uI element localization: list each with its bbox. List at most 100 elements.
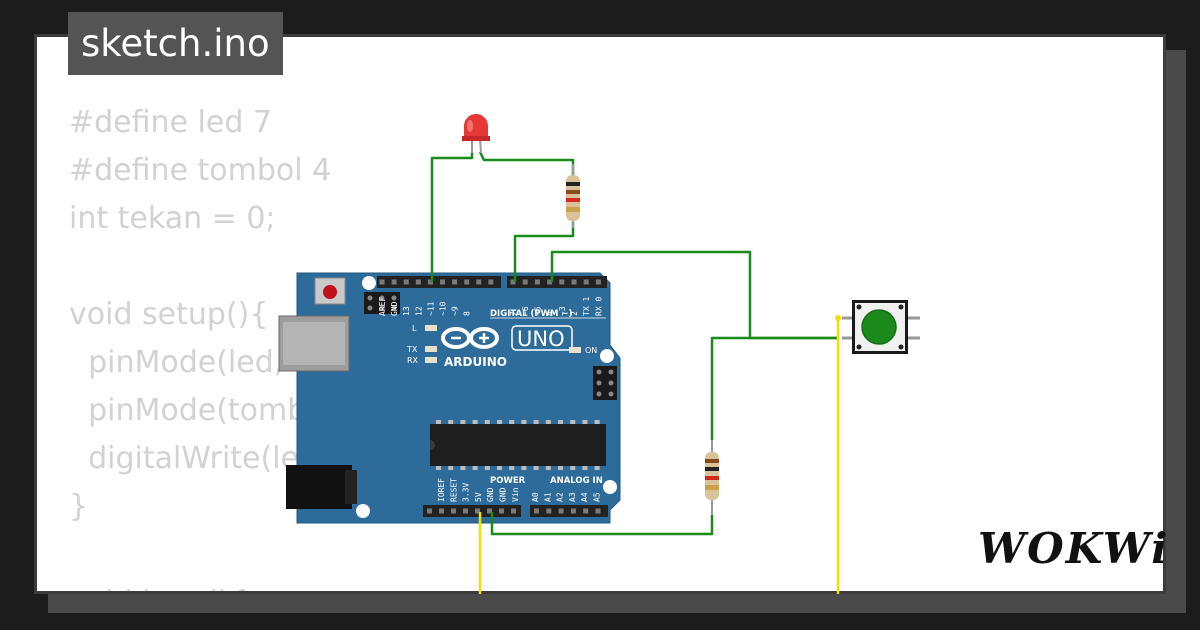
button-resistor[interactable] bbox=[705, 440, 719, 515]
pin-hole[interactable] bbox=[583, 508, 589, 514]
pin-hole[interactable] bbox=[522, 279, 528, 285]
led-label-on: ON bbox=[585, 346, 597, 355]
digital-pin-label: ~5 bbox=[533, 306, 542, 316]
pin-hole[interactable] bbox=[546, 508, 552, 514]
digital-pin-label: ~9 bbox=[451, 306, 460, 316]
power-pin-label: 3.3V bbox=[462, 483, 471, 502]
pin-hole[interactable] bbox=[595, 508, 601, 514]
chip-pin bbox=[497, 420, 502, 424]
chip-pin bbox=[545, 466, 551, 470]
pin-hole[interactable] bbox=[464, 279, 470, 285]
pushbutton-cap[interactable] bbox=[861, 309, 897, 345]
analog-pin-label: A1 bbox=[543, 492, 552, 502]
pin-hole[interactable] bbox=[427, 279, 433, 285]
pushbutton[interactable] bbox=[842, 300, 920, 354]
pin-hole[interactable] bbox=[463, 508, 468, 514]
bottom-pin-holes bbox=[427, 508, 601, 514]
red-led[interactable] bbox=[462, 114, 490, 154]
digital-pin-label: ~10 bbox=[439, 301, 448, 316]
pin-hole[interactable] bbox=[476, 279, 482, 285]
power-pin-label: GND bbox=[486, 487, 495, 502]
chip-pin bbox=[509, 466, 515, 470]
chip-pin bbox=[521, 420, 527, 424]
pin-hole[interactable] bbox=[559, 279, 565, 285]
pin-hole[interactable] bbox=[488, 279, 494, 285]
chip-pin bbox=[533, 466, 539, 470]
pin-hole[interactable] bbox=[499, 508, 504, 514]
pin-hole[interactable] bbox=[440, 279, 445, 285]
pin-hole[interactable] bbox=[511, 508, 516, 514]
mounting-hole bbox=[600, 349, 614, 363]
pin-hole[interactable] bbox=[534, 279, 540, 285]
pin-hole[interactable] bbox=[570, 508, 576, 514]
chip-pin bbox=[497, 466, 502, 470]
icsp-header-2 bbox=[593, 366, 617, 400]
chip-pin bbox=[521, 466, 527, 470]
code-line: } bbox=[69, 489, 89, 524]
chip-pin bbox=[484, 466, 490, 470]
pin-hole[interactable] bbox=[403, 279, 409, 285]
chip-pin bbox=[436, 420, 441, 424]
barrel-jack-rim bbox=[345, 470, 357, 504]
wire-button-resistor[interactable] bbox=[710, 336, 838, 440]
pin-hole[interactable] bbox=[595, 279, 601, 285]
wire-resistor-pin7[interactable] bbox=[513, 222, 575, 282]
uno-label: UNO bbox=[517, 327, 565, 351]
wire-led-anode-resistor[interactable] bbox=[478, 151, 575, 176]
pin-hole[interactable] bbox=[415, 279, 421, 285]
mounting-hole bbox=[362, 276, 376, 290]
analog-pin-label: A3 bbox=[568, 492, 577, 502]
chip-pin bbox=[448, 466, 454, 470]
chip-pin bbox=[472, 420, 478, 424]
power-header-label: POWER bbox=[490, 476, 526, 486]
barrel-jack bbox=[286, 465, 352, 509]
pin-hole[interactable] bbox=[439, 508, 444, 514]
power-pin-label: Vin bbox=[511, 487, 520, 502]
analog-pin-label: A0 bbox=[531, 492, 540, 502]
pin-hole[interactable] bbox=[452, 279, 458, 285]
code-line: digitalWrite(le bbox=[69, 441, 300, 476]
digital-pin-label: AREF bbox=[378, 297, 387, 316]
pin-hole[interactable] bbox=[379, 279, 385, 285]
analog-pin-label: A5 bbox=[593, 492, 602, 502]
digital-header bbox=[377, 276, 607, 288]
led-l-indicator bbox=[425, 325, 437, 331]
analog-pin-label: A4 bbox=[580, 492, 589, 502]
wire-resistor-gnd[interactable] bbox=[490, 512, 714, 536]
pin-hole[interactable] bbox=[427, 508, 432, 514]
code-line: pinMode(led, bbox=[69, 345, 284, 380]
chip-pin bbox=[594, 466, 600, 470]
digital-pin-holes bbox=[379, 279, 601, 285]
pin-hole[interactable] bbox=[558, 508, 564, 514]
code-line: void setup(){ bbox=[69, 297, 269, 332]
digital-pin-label: 8 bbox=[463, 311, 472, 316]
mounting-hole bbox=[356, 504, 370, 518]
digital-pin-label: TX 1 bbox=[582, 297, 591, 316]
led-label-rx: RX bbox=[407, 356, 419, 365]
power-pin-label: RESET bbox=[449, 478, 458, 502]
led-resistor[interactable] bbox=[566, 164, 580, 228]
chip-pin bbox=[594, 420, 600, 424]
usb-connector-inner bbox=[283, 322, 345, 365]
pin-hole[interactable] bbox=[547, 279, 553, 285]
pin-hole[interactable] bbox=[451, 508, 456, 514]
pin-hole[interactable] bbox=[571, 279, 577, 285]
wire-led-cathode-gnd[interactable] bbox=[430, 152, 474, 282]
chip-pin bbox=[533, 420, 539, 424]
pin-hole[interactable] bbox=[583, 279, 589, 285]
digital-pin-label: ~11 bbox=[426, 301, 435, 316]
pin-hole[interactable] bbox=[534, 508, 539, 514]
chip-pin bbox=[509, 420, 515, 424]
pin-hole[interactable] bbox=[391, 279, 397, 285]
chip-pin bbox=[558, 420, 563, 424]
atmega-chip bbox=[430, 424, 606, 466]
chip-pin bbox=[460, 420, 466, 424]
pin-hole[interactable] bbox=[510, 279, 516, 285]
pin-hole[interactable] bbox=[487, 508, 492, 514]
chip-pin bbox=[436, 466, 441, 470]
pin-hole[interactable] bbox=[475, 508, 480, 514]
